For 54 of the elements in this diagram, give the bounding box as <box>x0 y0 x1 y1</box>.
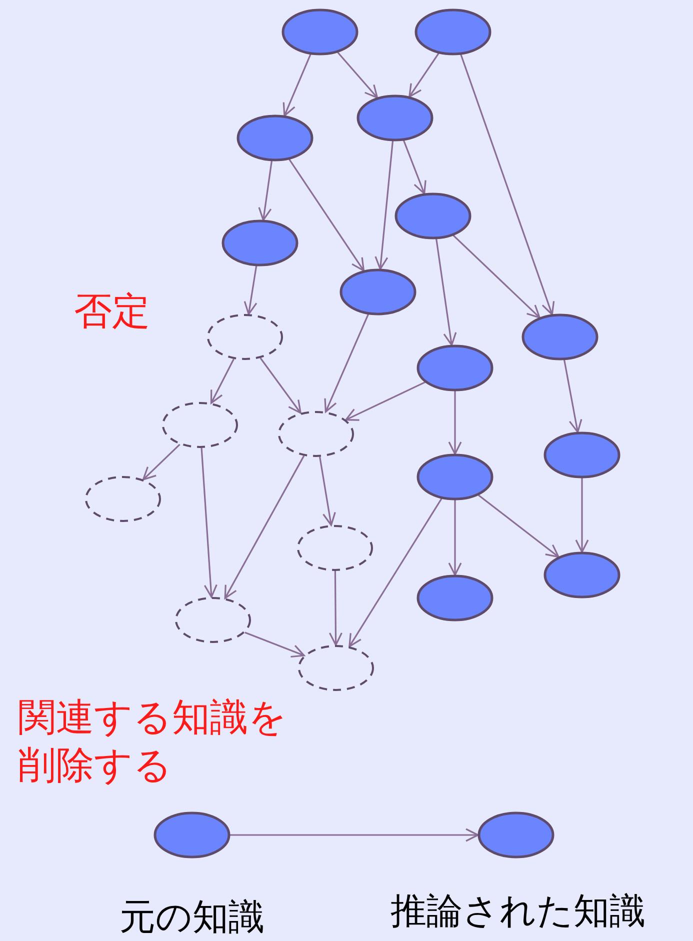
knowledge-node <box>393 191 473 241</box>
annotation-text: 関連する知識を削除する <box>18 694 288 788</box>
removed-node <box>160 400 240 450</box>
arrow <box>319 456 336 526</box>
arrow <box>230 828 479 842</box>
arrow <box>348 498 442 648</box>
arrow <box>244 266 258 315</box>
arrow <box>402 140 426 194</box>
arrow <box>452 234 540 318</box>
arrow <box>260 358 302 414</box>
knowledge-node <box>152 810 232 860</box>
knowledge-node <box>542 550 622 600</box>
knowledge-node <box>476 810 556 860</box>
knowledge-node <box>413 7 493 57</box>
arrow <box>258 160 273 221</box>
arrow <box>210 358 234 404</box>
knowledge-node <box>235 113 315 163</box>
knowledge-node <box>280 7 360 57</box>
annotation-text: 否定 <box>74 292 150 330</box>
arrow <box>224 455 305 599</box>
arrow <box>448 391 462 455</box>
knowledge-node <box>542 430 622 480</box>
arrow <box>460 54 555 316</box>
knowledge-node <box>415 452 495 502</box>
arrow <box>200 448 218 598</box>
arrow <box>478 494 560 558</box>
arrow <box>288 158 365 272</box>
knowledge-node <box>415 573 495 623</box>
arrow <box>448 500 462 576</box>
arrow <box>282 54 312 117</box>
arrow <box>337 52 378 98</box>
knowledge-node <box>355 93 435 143</box>
removed-node <box>276 409 356 459</box>
arrow <box>436 238 457 346</box>
removed-node <box>205 312 285 362</box>
arrow <box>408 52 440 98</box>
knowledge-node <box>415 343 495 393</box>
removed-node <box>295 523 375 573</box>
removed-node <box>173 595 253 645</box>
removed-node <box>83 474 163 524</box>
arrow <box>575 478 589 553</box>
node-caption: 元の知識 <box>120 900 264 936</box>
arrow <box>345 381 426 421</box>
arrow <box>328 571 342 646</box>
knowledge-node <box>520 312 600 362</box>
knowledge-node <box>338 267 418 317</box>
knowledge-node <box>220 218 300 268</box>
removed-node <box>296 643 376 693</box>
arrow <box>563 360 582 433</box>
arrow <box>324 314 370 413</box>
arrow <box>374 140 394 270</box>
node-caption: 推論された知識 <box>390 894 646 930</box>
arrow <box>244 632 305 658</box>
arrow <box>142 444 180 480</box>
